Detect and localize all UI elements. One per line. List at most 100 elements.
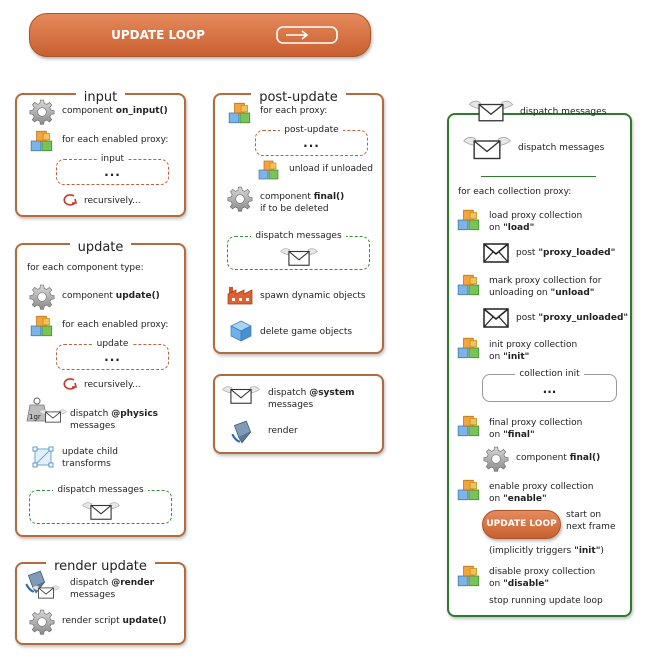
dispatch-label: dispatch bbox=[70, 409, 109, 419]
implicit-text: (implicitly triggers "init") bbox=[489, 546, 604, 557]
post-update-sub-box: post-update ... bbox=[255, 125, 368, 156]
dispatch-label: dispatch bbox=[268, 388, 307, 398]
gear-icon bbox=[483, 446, 509, 472]
unloading-on-label: unloading on bbox=[489, 288, 548, 298]
collection-init-label: collection init bbox=[515, 369, 584, 379]
dispatch-label: dispatch bbox=[70, 578, 109, 588]
load-line-2: on "load" bbox=[489, 223, 534, 234]
init-line-2: on "init" bbox=[489, 352, 529, 363]
update-component-text: component update() bbox=[62, 291, 160, 302]
cubes-icon bbox=[227, 100, 253, 126]
render-script-text: render script update() bbox=[62, 616, 167, 627]
enable-tag: "enable" bbox=[503, 494, 547, 504]
post-dispatch-label: dispatch messages bbox=[251, 231, 346, 241]
final-line-1: final proxy collection bbox=[489, 418, 583, 428]
cubes-icon bbox=[456, 207, 482, 233]
on-label: on bbox=[489, 352, 501, 362]
update-dispatch-label: dispatch messages bbox=[53, 485, 148, 495]
start-on-text: start on bbox=[566, 510, 602, 520]
proxy-loaded-tag: "proxy_loaded" bbox=[538, 248, 616, 258]
enable-line-1: enable proxy collection bbox=[489, 482, 594, 492]
post-component-text: component final() bbox=[260, 192, 344, 203]
input-sub-label: input bbox=[96, 154, 129, 164]
envelope-box-icon bbox=[483, 308, 509, 328]
on-label: on bbox=[489, 494, 501, 504]
next-frame-text: next frame bbox=[566, 522, 616, 532]
render-messages: messages bbox=[70, 590, 116, 600]
component-label: component bbox=[260, 192, 311, 202]
post-update-sub-label: post-update bbox=[280, 125, 343, 135]
spawn-text: spawn dynamic objects bbox=[260, 291, 366, 301]
physics-tag: @physics bbox=[111, 409, 159, 419]
envelope-icon bbox=[461, 134, 513, 162]
bucket-icon bbox=[229, 419, 255, 445]
update-sub-box: update ... bbox=[56, 339, 169, 370]
update-dispatch-box: dispatch messages bbox=[29, 485, 172, 524]
gear-icon bbox=[29, 284, 55, 310]
transform-icon bbox=[31, 445, 55, 469]
envelope-icon bbox=[38, 407, 68, 425]
render-script-label: render script bbox=[62, 616, 120, 626]
on-label: on bbox=[489, 579, 501, 589]
gear-icon bbox=[29, 609, 55, 635]
collection-component-text: component final() bbox=[516, 453, 600, 464]
gear-icon bbox=[29, 99, 55, 125]
disable-line-1: disable proxy collection bbox=[489, 567, 596, 577]
collection-divider bbox=[481, 176, 596, 177]
post-label: post bbox=[516, 313, 536, 323]
input-recursively: recursively... bbox=[84, 196, 141, 206]
system-messages: messages bbox=[268, 400, 314, 410]
cubes-icon bbox=[456, 563, 482, 589]
collection-dispatch-2: dispatch messages bbox=[518, 143, 605, 153]
unload-text: unload if unloaded bbox=[289, 164, 373, 174]
render-update-title: render update bbox=[46, 559, 155, 574]
update-recursively: recursively... bbox=[84, 380, 141, 390]
proxy-unloaded-tag: "proxy_unloaded" bbox=[538, 313, 629, 323]
implicit-pre: (implicitly triggers bbox=[489, 546, 572, 556]
render-text: render bbox=[268, 426, 298, 436]
loop-arrow-icon bbox=[276, 26, 338, 44]
cubes-icon bbox=[456, 335, 482, 361]
envelope-icon bbox=[79, 500, 123, 522]
input-component-text: component on_input() bbox=[62, 106, 168, 117]
component-label: component bbox=[62, 106, 113, 116]
update-dots: ... bbox=[104, 350, 121, 364]
final-tag: "final" bbox=[503, 430, 535, 440]
input-for-each: for each enabled proxy: bbox=[62, 135, 169, 145]
envelope-icon bbox=[466, 98, 516, 124]
dispatch-render-text: dispatch @render bbox=[70, 578, 154, 589]
implicit-post: ) bbox=[600, 546, 604, 556]
component-label: component bbox=[62, 291, 113, 301]
mark-line-2: unloading on "unload" bbox=[489, 288, 595, 299]
collection-for-each: for each collection proxy: bbox=[458, 187, 572, 197]
physics-messages: messages bbox=[70, 421, 116, 431]
collection-box bbox=[447, 113, 632, 617]
gear-icon bbox=[227, 186, 253, 212]
on-label: on bbox=[489, 223, 501, 233]
cubes-icon bbox=[456, 413, 482, 439]
envelope-icon bbox=[277, 246, 321, 268]
init-line-1: init proxy collection bbox=[489, 340, 578, 350]
on-input-fn: on_input() bbox=[115, 106, 168, 116]
post-loaded-text: post "proxy_loaded" bbox=[516, 248, 615, 259]
cubes-icon bbox=[29, 128, 55, 154]
disable-line-2: on "disable" bbox=[489, 579, 549, 590]
post-dispatch-box: dispatch messages bbox=[227, 231, 370, 270]
disable-tag: "disable" bbox=[503, 579, 550, 589]
post-update-title: post-update bbox=[251, 90, 346, 105]
update-child-1: update child bbox=[62, 447, 118, 457]
envelope-icon bbox=[31, 583, 61, 601]
delete-text: delete game objects bbox=[260, 327, 353, 337]
if-deleted-text: if to be deleted bbox=[260, 204, 329, 214]
dispatch-physics-text: dispatch @physics bbox=[70, 409, 158, 420]
update-for-each: for each enabled proxy: bbox=[62, 320, 169, 330]
update-title: update bbox=[69, 240, 132, 255]
update-for-each-type: for each component type: bbox=[27, 263, 144, 273]
input-box: input bbox=[15, 90, 186, 217]
envelope-icon bbox=[219, 384, 263, 406]
collection-init-box: collection init ... bbox=[482, 369, 617, 402]
on-label: on bbox=[489, 430, 501, 440]
header-title: UPDATE LOOP bbox=[111, 28, 205, 42]
render-tag: @render bbox=[111, 578, 155, 588]
blue-cube-icon bbox=[229, 319, 253, 343]
